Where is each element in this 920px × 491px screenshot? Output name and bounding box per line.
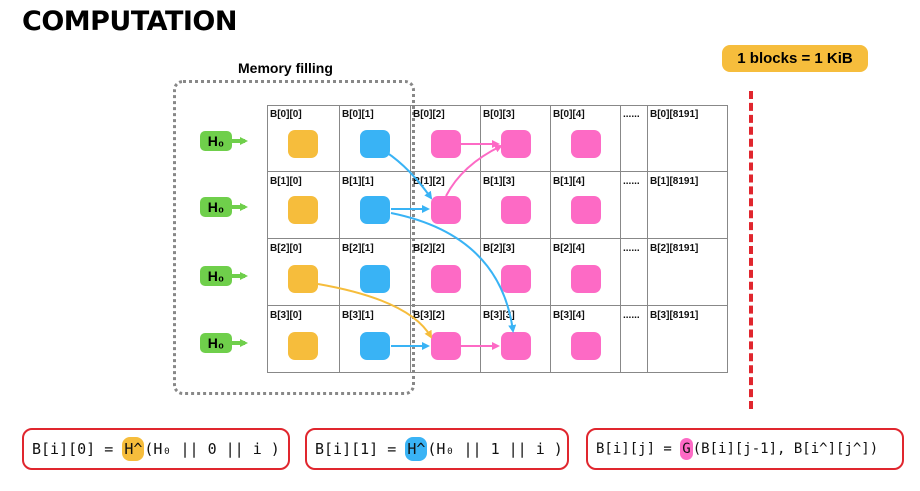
cell-label: B[3][3] — [483, 310, 515, 321]
formula-text: B[i][0] = — [32, 440, 123, 458]
block-h-hash — [360, 332, 390, 360]
ellipsis-label: ...... — [623, 176, 640, 187]
block-h-hash — [288, 196, 318, 224]
block-size-badge: 1 blocks = 1 KiB — [722, 45, 868, 72]
block-g-compressed — [571, 130, 601, 158]
cell-label: B[2][2] — [413, 243, 445, 254]
cell-label: B[3][4] — [553, 310, 585, 321]
block-grid — [267, 105, 728, 373]
hash-function-highlight: H^ — [122, 437, 145, 461]
block-g-compressed — [571, 196, 601, 224]
h0-input-tag: H₀ — [200, 197, 232, 217]
cell-label: B[0][8191] — [650, 109, 699, 120]
block-g-compressed — [501, 265, 531, 293]
cell-label: B[1][3] — [483, 176, 515, 187]
dependency-arrow — [317, 283, 432, 339]
memory-filling-label: Memory filling — [238, 60, 333, 76]
block-h-hash — [288, 332, 318, 360]
cell-label: B[3][1] — [342, 310, 374, 321]
ellipsis-label: ...... — [623, 310, 640, 321]
block-g-compressed — [431, 332, 461, 360]
h0-input-tag: H₀ — [200, 333, 232, 353]
grid-divider — [647, 105, 648, 373]
ellipsis-label: ...... — [623, 243, 640, 254]
block-g-compressed — [501, 196, 531, 224]
cell-label: B[1][0] — [270, 176, 302, 187]
cell-label: B[0][0] — [270, 109, 302, 120]
formula-text: (H₀ || 1 || i ) — [427, 440, 563, 458]
cell-label: B[3][0] — [270, 310, 302, 321]
formula-text: (H₀ || 0 || i ) — [144, 440, 280, 458]
grid-divider — [410, 105, 411, 373]
block-h-hash — [288, 265, 318, 293]
formula-second-column: B[i][1] = H^(H₀ || 1 || i ) — [305, 428, 569, 470]
h0-input-tag: H₀ — [200, 266, 232, 286]
cell-label: B[1][1] — [342, 176, 374, 187]
ellipsis-label: ...... — [623, 109, 640, 120]
formula-text: B[i][j] = — [596, 441, 681, 457]
cell-label: B[2][1] — [342, 243, 374, 254]
block-g-compressed — [571, 332, 601, 360]
cell-label: B[0][2] — [413, 109, 445, 120]
grid-divider — [480, 105, 481, 373]
block-g-compressed — [501, 130, 531, 158]
grid-divider — [267, 238, 728, 239]
hash-function-highlight: H^ — [405, 437, 428, 461]
grid-divider — [267, 305, 728, 306]
boundary-dashed-line — [749, 91, 753, 409]
dependency-arrow — [385, 151, 433, 200]
block-h-hash — [360, 265, 390, 293]
cell-label: B[1][2] — [413, 176, 445, 187]
cell-label: B[1][4] — [553, 176, 585, 187]
cell-label: B[0][3] — [483, 109, 515, 120]
grid-divider — [550, 105, 551, 373]
formula-first-column: B[i][0] = H^(H₀ || 0 || i ) — [22, 428, 290, 470]
cell-label: B[2][8191] — [650, 243, 699, 254]
dependency-arrow — [445, 145, 503, 197]
block-g-compressed — [501, 332, 531, 360]
block-g-compressed — [571, 265, 601, 293]
formula-text: B[i][1] = — [315, 440, 406, 458]
block-g-compressed — [431, 130, 461, 158]
page-title: COMPUTATION — [22, 6, 237, 37]
cell-label: B[2][4] — [553, 243, 585, 254]
grid-divider — [267, 171, 728, 172]
block-h-hash — [360, 130, 390, 158]
block-h-hash — [360, 196, 390, 224]
block-g-compressed — [431, 196, 461, 224]
cell-label: B[0][4] — [553, 109, 585, 120]
cell-label: B[1][8191] — [650, 176, 699, 187]
dependency-arrow — [390, 212, 517, 333]
formula-general-column: B[i][j] = G(B[i][j-1], B[i^][j^]) — [586, 428, 904, 470]
cell-label: B[0][1] — [342, 109, 374, 120]
cell-label: B[3][2] — [413, 310, 445, 321]
compression-function-highlight: G — [680, 438, 693, 460]
block-h-hash — [288, 130, 318, 158]
memory-filling-region — [173, 80, 415, 395]
cell-label: B[2][0] — [270, 243, 302, 254]
grid-divider — [339, 105, 340, 373]
cell-label: B[2][3] — [483, 243, 515, 254]
h0-input-tag: H₀ — [200, 131, 232, 151]
block-g-compressed — [431, 265, 461, 293]
h0-arrow-icon — [232, 137, 248, 347]
grid-divider — [620, 105, 621, 373]
cell-label: B[3][8191] — [650, 310, 699, 321]
formula-text: (B[i][j-1], B[i^][j^]) — [692, 441, 879, 457]
